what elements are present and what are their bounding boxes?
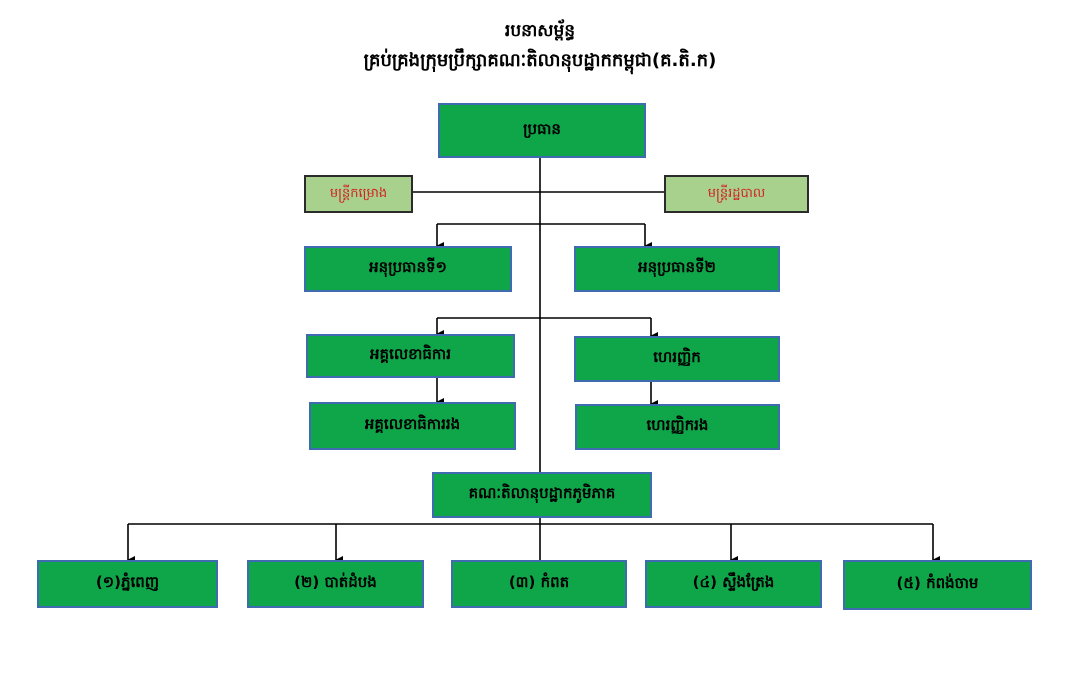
president-label: ប្រធាន [523, 119, 561, 138]
provincial-committee-box: គណៈតិលានុបដ្ឋាកភូមិភាគ [432, 472, 652, 518]
president-box: ប្រធាន [438, 103, 646, 158]
secretary-general-label: អគ្គលេខាធិការ [370, 345, 451, 363]
region-box-4: (៤) ស្ទឹងត្រែង [645, 560, 822, 608]
vice-president-2-label: អនុប្រធានទី២ [638, 258, 716, 276]
chart-title-line-2: គ្រប់គ្រងក្រុមប្រឹក្សាគណៈតិលានុបដ្ឋាកកម្… [363, 50, 717, 71]
region-label-4: (៤) ស្ទឹងត្រែង [692, 573, 775, 591]
region-box-5: (៥) កំពង់ចាម [843, 560, 1032, 610]
vice-president-1-label: អនុប្រធានទី១ [369, 258, 447, 276]
deputy-treasurer-label: ហេរញ្ញិករង [646, 416, 709, 434]
vice-president-2-box: អនុប្រធានទី២ [574, 246, 780, 292]
region-label-3: (៣) កំពត [508, 573, 570, 591]
region-box-2: (២) បាត់ដំបង [247, 560, 424, 608]
region-box-3: (៣) កំពត [451, 560, 627, 608]
treasurer-label: ហេរញ្ញិក [653, 348, 701, 366]
advisor-right-label: មន្ត្រីរដ្ឋបាល [707, 185, 766, 201]
region-label-1: (១)ភ្នំពេញ [95, 573, 160, 591]
advisor-left-box: មន្ត្រីកម្រោង [304, 175, 413, 213]
region-label-5: (៥) កំពង់ចាម [896, 574, 979, 592]
deputy-treasurer-box: ហេរញ្ញិករង [575, 404, 780, 450]
region-label-2: (២) បាត់ដំបង [294, 573, 377, 591]
deputy-secretary-general-label: អគ្គលេខាធិការរង [364, 415, 461, 433]
advisor-left-label: មន្ត្រីកម្រោង [329, 185, 388, 201]
treasurer-box: ហេរញ្ញិក [574, 336, 780, 382]
region-box-1: (១)ភ្នំពេញ [37, 560, 218, 608]
chart-title-line-1: របនាសម្ព័ន្ធ [504, 21, 576, 41]
deputy-secretary-general-box: អគ្គលេខាធិការរង [309, 402, 516, 450]
advisor-right-box: មន្ត្រីរដ្ឋបាល [664, 175, 809, 213]
secretary-general-box: អគ្គលេខាធិការ [306, 334, 515, 378]
vice-president-1-box: អនុប្រធានទី១ [304, 246, 512, 292]
provincial-committee-label: គណៈតិលានុបដ្ឋាកភូមិភាគ [468, 484, 616, 502]
